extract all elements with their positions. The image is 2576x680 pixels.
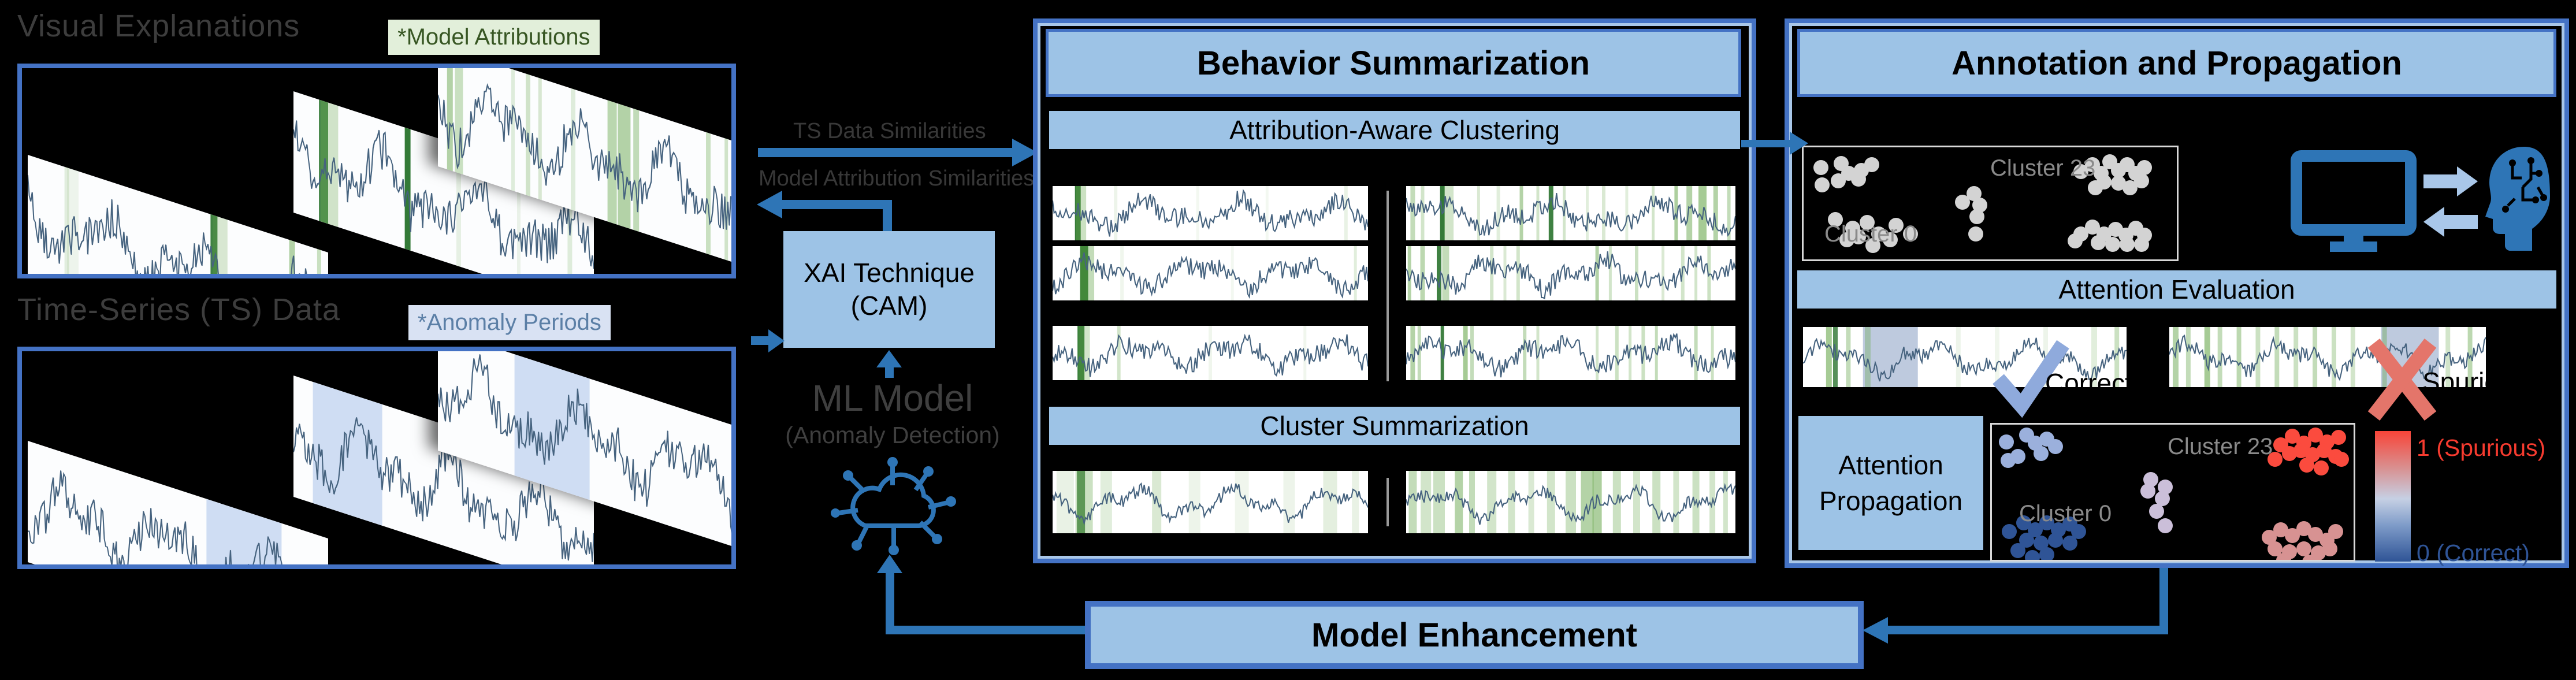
feedback-left-run: [886, 626, 1085, 634]
attribution-plot-spurious: [2169, 327, 2486, 387]
arrow-left-icon: [757, 191, 782, 218]
xai-line1: XAI Technique: [804, 257, 975, 288]
ts-data-panel: [17, 347, 736, 569]
feedback-left-stem: [886, 571, 894, 630]
anomaly-detection-label: (Anomaly Detection): [785, 422, 1000, 448]
annotation-propagation-header: Annotation and Propagation: [1797, 29, 2556, 97]
check-icon: [1993, 340, 2069, 418]
timeseries-plot: [1053, 326, 1368, 380]
arrow-right-icon: [1790, 132, 1808, 155]
model-attributions-badge: *Model Attributions: [388, 20, 600, 55]
arrow-human-to-computer: [2444, 215, 2478, 229]
behavior-summarization-panel: Behavior Summarization Attribution-Aware…: [1033, 18, 1756, 563]
model-attribution-similarities-label: Model Attribution Similarities: [759, 166, 1035, 191]
timeseries-plot: [1406, 246, 1735, 300]
arrow-into-xai: [751, 336, 768, 345]
summary-plot: [1406, 471, 1735, 533]
attribution-plot-correct: [1803, 327, 2127, 387]
summary-plot: [1053, 471, 1368, 533]
timeseries-plot: [293, 91, 594, 274]
xai-line2: (CAM): [850, 291, 928, 321]
cluster-summarization-bar: Cluster Summarization: [1049, 407, 1740, 445]
spurious-annotation-overlay: Spurious: [2355, 333, 2486, 428]
arrow-xai-to-left-stem: [883, 200, 892, 238]
timeseries-plot: [28, 441, 328, 564]
colorbar-bottom-label: 0 (Correct): [2417, 540, 2530, 566]
arrow-left-icon: [2423, 207, 2444, 237]
column-divider: [1386, 191, 1389, 381]
column-divider: [1386, 478, 1389, 526]
propagation-scatter-panel: Cluster 23 Cluster 0: [1990, 423, 2355, 562]
ts-similarities-label: TS Data Similarities: [793, 119, 986, 143]
spurious-label: Spurious: [2422, 367, 2486, 397]
cluster-summarization-label: Cluster Summarization: [1260, 411, 1529, 441]
correct-label: Correct: [2045, 368, 2127, 398]
arrow-left-icon: [1863, 617, 1888, 644]
timeseries-plot: [438, 68, 731, 264]
ml-model-label: ML Model: [812, 377, 973, 419]
behavior-summarization-header: Behavior Summarization: [1046, 29, 1741, 97]
feedback-right-stem: [2159, 568, 2168, 631]
cloud-network-icon: [831, 457, 956, 555]
timeseries-plot: [28, 155, 328, 274]
cluster-scatter-panel: Cluster 23 Cluster 0: [1802, 146, 2179, 261]
prop-cluster0-label: Cluster 0: [2019, 501, 2112, 526]
attribution-aware-clustering-bar: Attribution-Aware Clustering: [1049, 111, 1740, 149]
timeseries-plot: [1053, 246, 1368, 300]
attribution-aware-clustering-label: Attribution-Aware Clustering: [1229, 115, 1560, 145]
arrow-right-icon: [2457, 166, 2478, 196]
xai-technique-box: XAI Technique (CAM): [783, 231, 995, 348]
arrow-up-icon: [877, 555, 902, 573]
arrow-clustering-to-annotation: [1741, 140, 1791, 147]
arrow-right-icon: [768, 329, 785, 352]
timeseries-plot: [438, 351, 731, 548]
ts-data-title: Time-Series (TS) Data: [17, 292, 341, 327]
spurious-correct-colorbar: [2375, 431, 2411, 562]
model-enhancement-box: Model Enhancement: [1085, 601, 1864, 669]
ai-head-icon: [2485, 147, 2550, 251]
attention-propagation-line1: Attention: [1838, 449, 1943, 480]
arrow-up-icon: [876, 350, 902, 367]
colorbar-top-label: 1 (Spurious): [2417, 434, 2546, 461]
prop-cluster23-label: Cluster 23: [2168, 434, 2273, 459]
anomaly-periods-badge: *Anomaly Periods: [408, 305, 611, 340]
timeseries-plot: [1406, 186, 1735, 240]
monitor-icon: [2291, 150, 2417, 252]
attention-evaluation-bar: Attention Evaluation: [1797, 270, 2556, 309]
arrow-ts-similarities: [758, 148, 1012, 157]
correct-annotation-overlay: Correct: [1986, 335, 2127, 428]
arrow-up-stem: [885, 365, 894, 378]
cluster23-label: Cluster 23: [1990, 155, 2096, 181]
arrow-xai-to-left: [781, 200, 892, 209]
timeseries-plot: [1053, 186, 1368, 240]
visual-explanations-title: Visual Explanations: [17, 9, 300, 43]
x-icon: [2367, 339, 2437, 421]
attention-propagation-line2: Propagation: [1819, 486, 1963, 516]
attention-propagation-box: Attention Propagation: [1798, 416, 1983, 550]
model-enhancement-title: Model Enhancement: [1311, 616, 1637, 654]
feedback-right-run: [1888, 626, 2168, 634]
behavior-summarization-title: Behavior Summarization: [1196, 44, 1590, 82]
cluster0-label: Cluster 0: [1824, 221, 1917, 247]
attention-evaluation-label: Attention Evaluation: [2058, 274, 2295, 304]
arrow-computer-to-human: [2423, 174, 2457, 188]
annotation-propagation-panel: Annotation and Propagation Cluster 23 Cl…: [1785, 18, 2569, 568]
annotation-propagation-title: Annotation and Propagation: [1951, 44, 2402, 82]
timeseries-plot: [1406, 326, 1735, 380]
visual-explanations-panel: [17, 64, 736, 278]
